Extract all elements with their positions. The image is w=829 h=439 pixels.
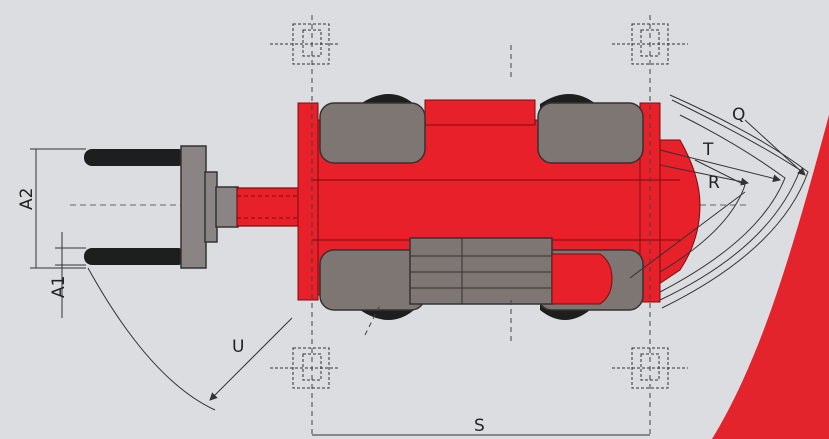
- wheel-turn-icon-top-right: [612, 23, 688, 65]
- label-s: S: [474, 416, 485, 436]
- dimension-a1: [55, 232, 86, 318]
- label-u: U: [232, 337, 244, 357]
- label-t: T: [702, 140, 714, 160]
- label-a1: A1: [49, 276, 69, 298]
- wheel-turn-icon-top-left: [270, 23, 340, 65]
- turning-arcs: [629, 94, 809, 309]
- label-q: Q: [732, 105, 745, 125]
- dimension-a2: [30, 148, 86, 269]
- wheel-turn-icon-bottom-left: [270, 347, 340, 389]
- operator-cab: [409, 237, 613, 305]
- label-r: R: [708, 173, 720, 193]
- axle-lines: [311, 15, 651, 435]
- tires: [319, 94, 644, 320]
- label-a2: A2: [17, 188, 37, 210]
- wheel-turn-icon-bottom-right: [612, 347, 688, 389]
- forks: [84, 149, 186, 265]
- corner-swoosh: [712, 115, 829, 439]
- fork-carriage: [180, 145, 239, 269]
- radius-u: [87, 267, 293, 411]
